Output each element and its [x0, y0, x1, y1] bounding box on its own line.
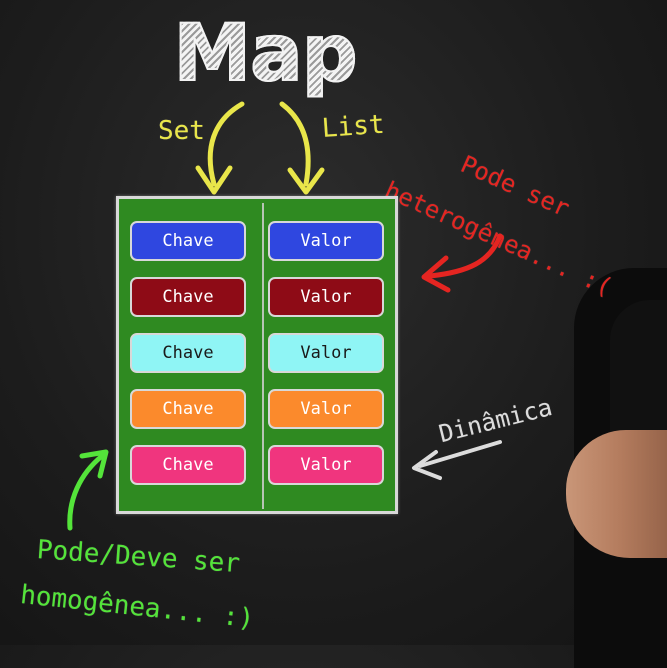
list-arrowhead	[287, 167, 325, 195]
heterogenea-arrow	[427, 233, 503, 279]
heterogenea-arrowhead	[421, 255, 451, 293]
set-arrow	[207, 101, 245, 187]
homogenea-arrowhead	[79, 449, 109, 479]
value-cell: Valor	[268, 445, 384, 485]
key-cell: Chave	[130, 389, 246, 429]
value-cell: Valor	[268, 221, 384, 261]
key-cell: Chave	[130, 277, 246, 317]
set-label: Set	[158, 116, 205, 146]
key-cell: Chave	[130, 445, 246, 485]
set-arrowhead	[195, 165, 233, 195]
dinamica-arrow	[418, 440, 502, 468]
key-cell: Chave	[130, 333, 246, 373]
dinamica-arrowhead	[412, 450, 442, 480]
list-arrow	[279, 101, 311, 187]
value-cell: Valor	[268, 277, 384, 317]
value-cell: Valor	[268, 389, 384, 429]
value-cell: Valor	[268, 333, 384, 373]
presenter-arm	[566, 430, 667, 558]
key-cell: Chave	[130, 221, 246, 261]
annotation-arrows	[67, 101, 503, 531]
diagram-title: Map	[150, 8, 380, 100]
key-value-divider	[262, 203, 264, 509]
homogenea-arrow	[67, 453, 105, 531]
